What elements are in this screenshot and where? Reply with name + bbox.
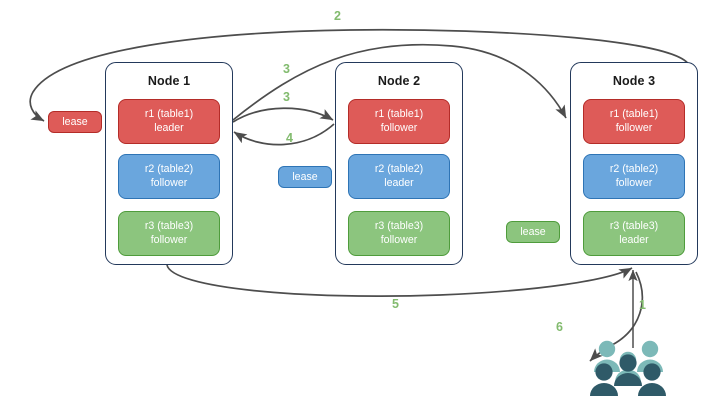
replica-role: follower (150, 233, 188, 246)
replica-role: follower (380, 233, 418, 246)
lease-badge-green[interactable]: lease (506, 221, 560, 243)
replica-name: r1 (table1) (144, 108, 194, 121)
replica-role: follower (380, 121, 418, 134)
replica-node3-r2[interactable]: r2 (table2) follower (583, 154, 685, 199)
arrow-step-3-to-node2 (232, 107, 334, 123)
replica-node2-r1[interactable]: r1 (table1) follower (348, 99, 450, 144)
step-label-6: 6 (556, 320, 563, 334)
replica-name: r2 (table2) (374, 163, 424, 176)
replica-name: r3 (table3) (609, 220, 659, 233)
step-label-5: 5 (392, 297, 399, 311)
lease-badge-red[interactable]: lease (48, 111, 102, 133)
replica-name: r2 (table2) (144, 163, 194, 176)
replica-node1-r3[interactable]: r3 (table3) follower (118, 211, 220, 256)
replica-node3-r1[interactable]: r1 (table1) follower (583, 99, 685, 144)
node-title-node2: Node 2 (377, 74, 421, 88)
step-label-2: 2 (334, 9, 341, 23)
replica-role: leader (154, 121, 184, 134)
replica-name: r3 (table3) (144, 220, 194, 233)
step-label-3-upper: 3 (283, 62, 290, 76)
node-title-node3: Node 3 (612, 74, 656, 88)
arrow-step-4 (233, 123, 335, 146)
arrow-step-2 (29, 28, 691, 122)
node-container-node2[interactable]: Node 2 r1 (table1) follower r2 (table2) … (335, 62, 463, 265)
lease-badge-blue[interactable]: lease (278, 166, 332, 188)
step-label-3-lower: 3 (283, 90, 290, 104)
replica-role: leader (384, 176, 414, 189)
node-container-node1[interactable]: Node 1 r1 (table1) leader r2 (table2) fo… (105, 62, 233, 265)
arrow-step-5 (166, 264, 633, 297)
replica-role: leader (619, 233, 649, 246)
replica-role: follower (615, 121, 653, 134)
arrow-step-3-to-node3 (232, 43, 567, 121)
replica-name: r1 (table1) (609, 108, 659, 121)
node-container-node3[interactable]: Node 3 r1 (table1) follower r2 (table2) … (570, 62, 698, 265)
replica-name: r1 (table1) (374, 108, 424, 121)
replica-role: follower (615, 176, 653, 189)
node-title-node1: Node 1 (147, 74, 191, 88)
replica-role: follower (150, 176, 188, 189)
replica-name: r2 (table2) (609, 163, 659, 176)
replica-node1-r1[interactable]: r1 (table1) leader (118, 99, 220, 144)
replica-node3-r3[interactable]: r3 (table3) leader (583, 211, 685, 256)
replica-name: r3 (table3) (374, 220, 424, 233)
step-label-4: 4 (286, 131, 293, 145)
replica-node2-r3[interactable]: r3 (table3) follower (348, 211, 450, 256)
replica-node2-r2[interactable]: r2 (table2) leader (348, 154, 450, 199)
people-front-row (590, 354, 666, 396)
replica-node1-r2[interactable]: r2 (table2) follower (118, 154, 220, 199)
step-label-1: 1 (639, 298, 646, 312)
